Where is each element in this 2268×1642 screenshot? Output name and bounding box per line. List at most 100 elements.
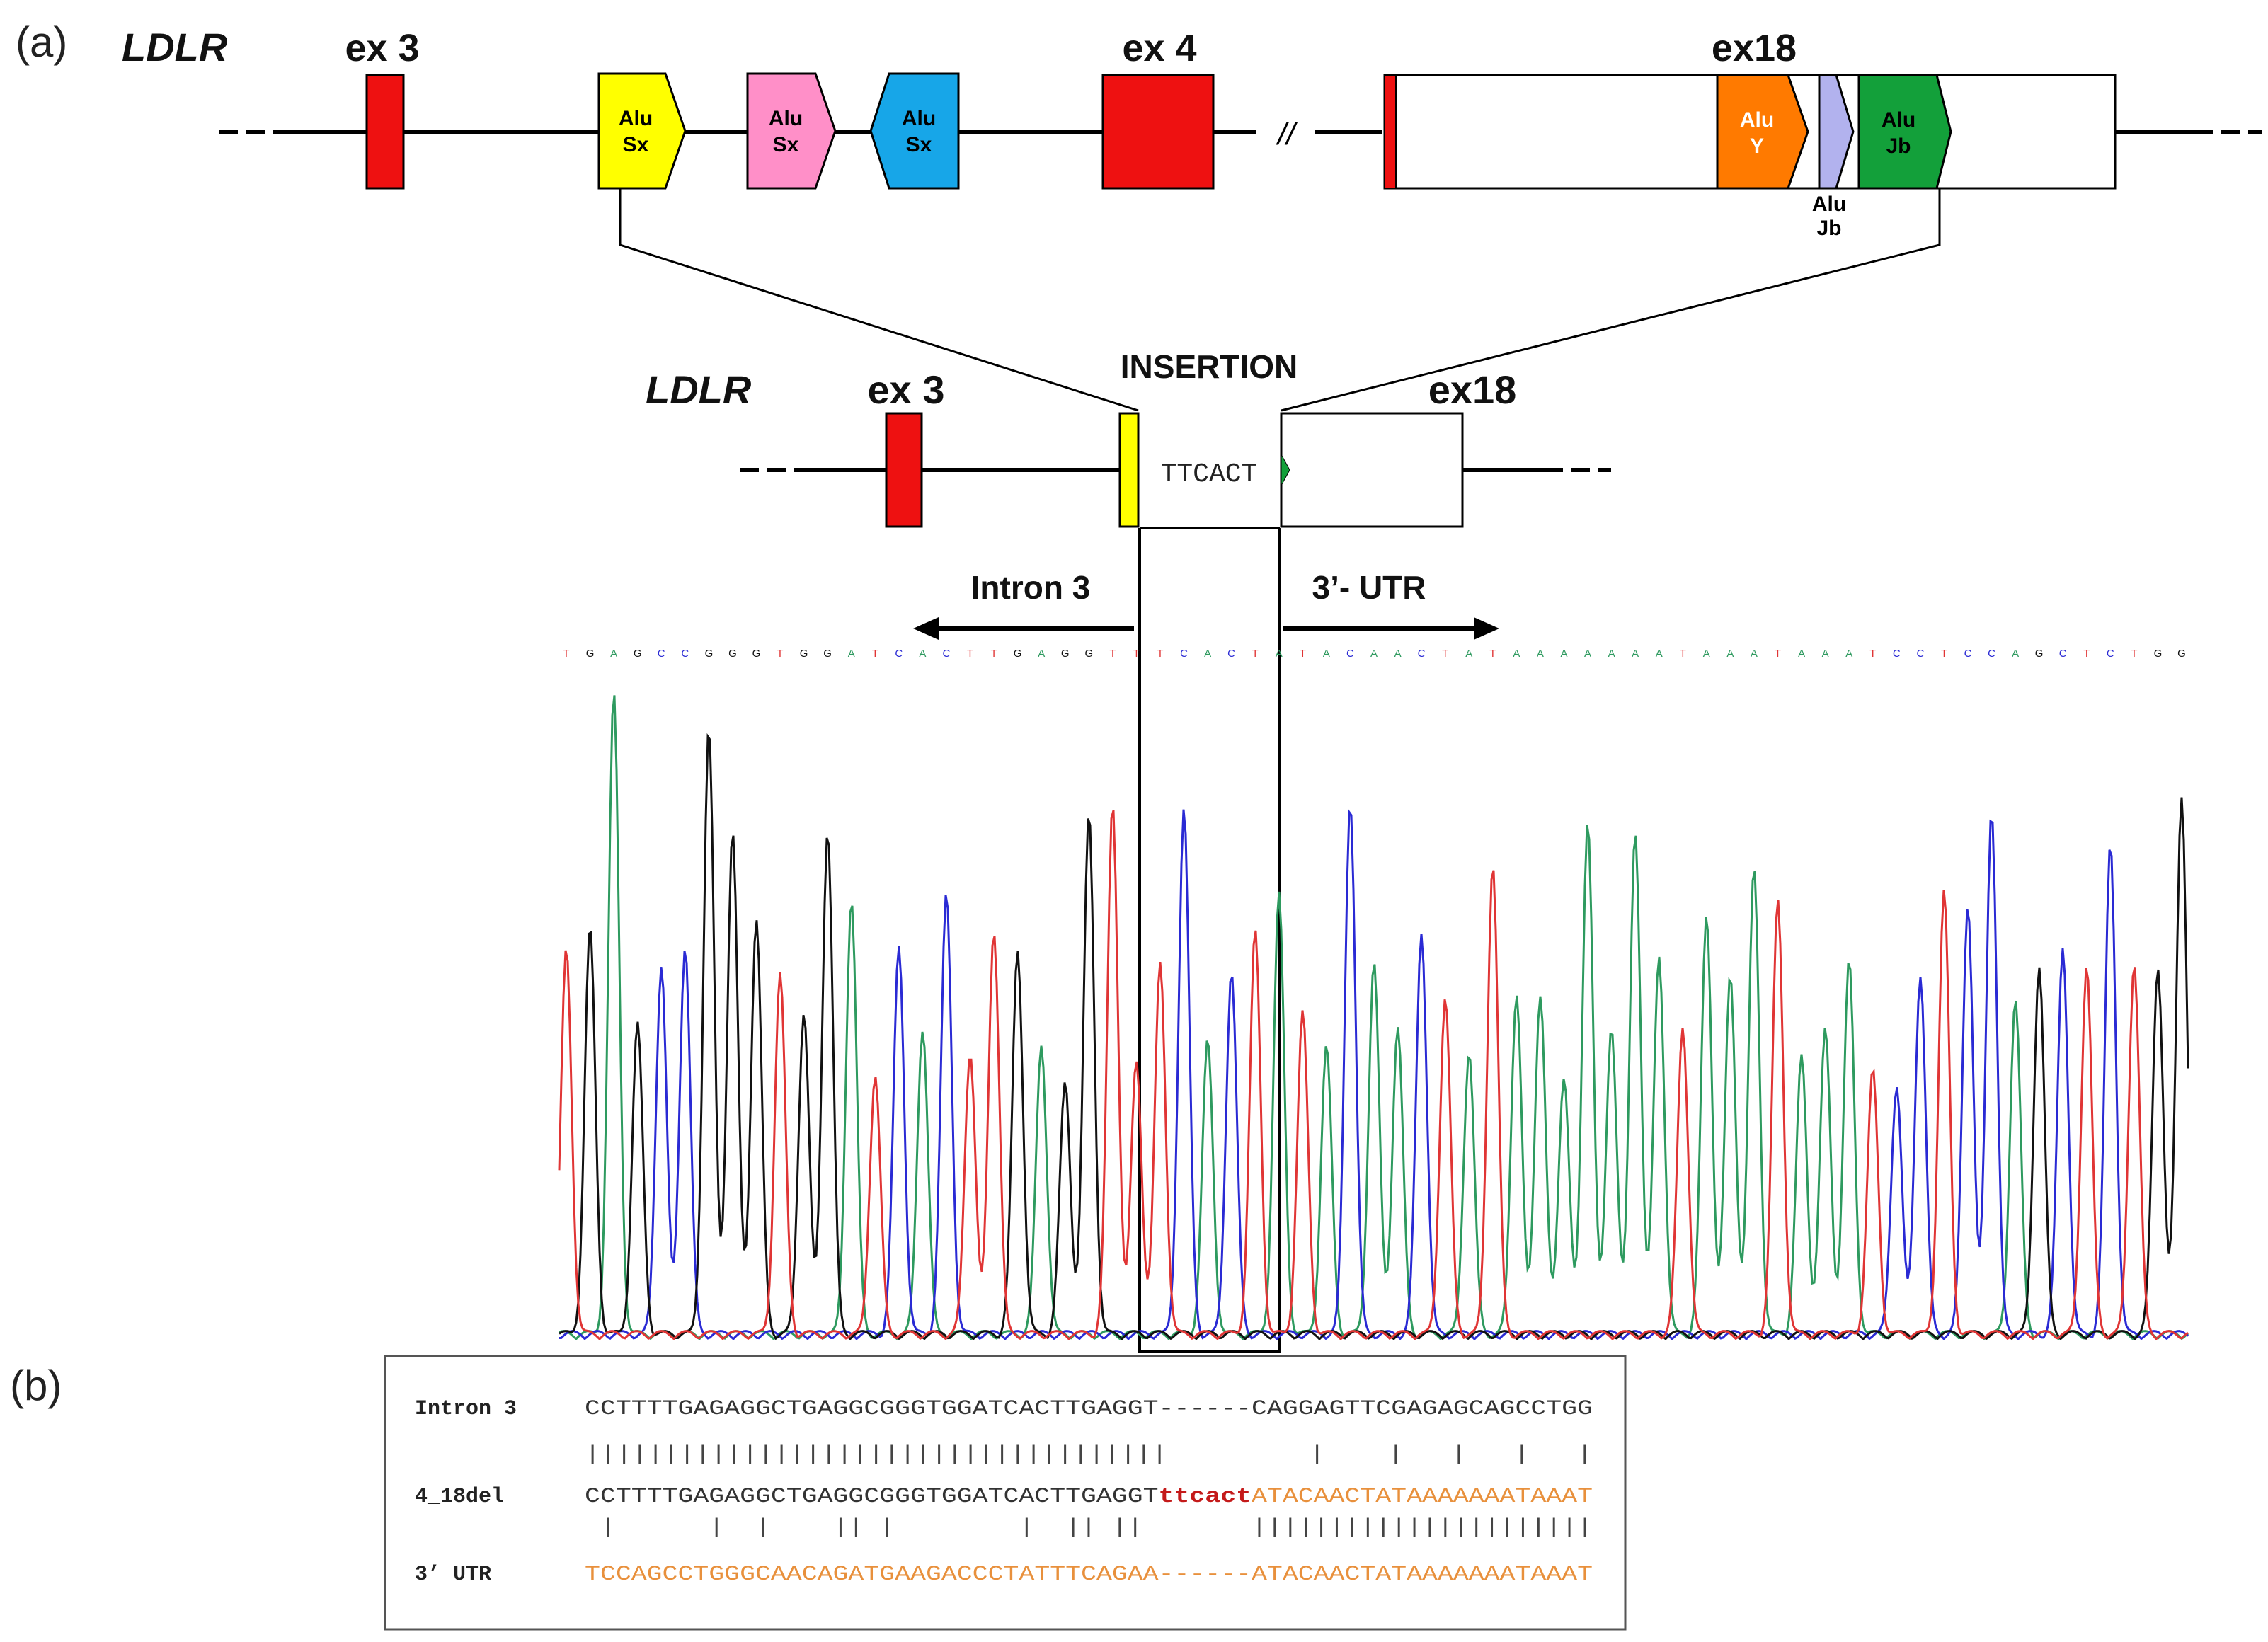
alignment-box	[384, 1355, 1627, 1631]
base-call-letter: G	[752, 648, 761, 660]
exon-4-label: ex 4	[1122, 27, 1196, 69]
alu-jb-small-label-line1: Alu	[1812, 193, 1846, 216]
exon-4-box	[1101, 74, 1215, 190]
alu-sx-blue-label-line1: Alu	[902, 107, 936, 130]
base-call-letter: T	[1489, 648, 1496, 660]
base-call-letter: C	[1964, 648, 1972, 660]
base-call-letter: T	[2131, 648, 2137, 660]
alu-jb-small-element	[1818, 74, 1855, 190]
base-call-letter: C	[1916, 648, 1924, 660]
breakpoint-connector-lines	[619, 188, 1941, 412]
base-call-letter: A	[1276, 648, 1283, 660]
base-call-letter: A	[1798, 648, 1805, 660]
break-mark: //	[1276, 117, 1298, 151]
base-call-letter: G	[2154, 648, 2163, 660]
base-call-letter: C	[1227, 648, 1235, 660]
base-call-letter: G	[1084, 648, 1093, 660]
trace-t	[558, 810, 2189, 1341]
base-call-letter: A	[2012, 648, 2019, 660]
base-call-letter: T	[1252, 648, 1259, 660]
base-call-letter: C	[895, 648, 903, 660]
base-call-letter: A	[1584, 648, 1591, 660]
base-call-letter: A	[919, 648, 926, 660]
match-line-intron: ||||||||||||||||||||||||||||||||||||| | …	[585, 1442, 1593, 1466]
base-call-letter: T	[1109, 648, 1116, 660]
base-call-letter: A	[1204, 648, 1211, 660]
exon-18-label: ex18	[1712, 27, 1797, 69]
insertion-title: INSERTION	[1121, 348, 1298, 385]
base-call-letter: T	[967, 648, 973, 660]
deleted-allele-exon-3-box	[885, 412, 923, 528]
base-call-letter: A	[1751, 648, 1758, 660]
panel-a-label: (a)	[16, 18, 67, 66]
base-call-letter: C	[1346, 648, 1354, 660]
base-call-letter: T	[1775, 648, 1781, 660]
base-call-letter: A	[1038, 648, 1045, 660]
deleted-allele-exon-18-label: ex18	[1428, 367, 1517, 412]
alu-y-element	[1716, 74, 1809, 190]
utr-row-label: 3’ UTR	[415, 1563, 491, 1587]
intron-3-row-label: Intron 3	[415, 1397, 517, 1421]
intron-3-arrow-label: Intron 3	[971, 569, 1091, 606]
base-call-letter: G	[728, 648, 737, 660]
base-call-letter: A	[1703, 648, 1710, 660]
deleted-allele-alu-jb-fragment	[1281, 454, 1290, 486]
base-call-letter: C	[942, 648, 950, 660]
insertion-sequence: TTCACT	[1161, 459, 1258, 490]
alu-sx-yellow-label-line2: Sx	[623, 133, 649, 156]
base-call-letter: A	[848, 648, 855, 660]
base-call-letter: C	[1988, 648, 1995, 660]
alu-jb-small-label-line2: Jb	[1816, 217, 1841, 240]
panel-b-label: (b)	[10, 1362, 62, 1409]
base-call-letter: G	[2035, 648, 2044, 660]
utr-arrow	[1283, 617, 1499, 640]
base-call-letter: T	[1133, 648, 1140, 660]
intron-3-sequence: CCTTTTGAGAGGCTGAGGCGGGTGGATCACTTGAGGT---…	[585, 1397, 1593, 1421]
alu-y-label-line1: Alu	[1740, 108, 1774, 132]
base-call-letter: A	[1845, 648, 1852, 660]
alu-sx-blue-label-line2: Sx	[906, 133, 932, 156]
base-call-letter: A	[1608, 648, 1615, 660]
base-call-letter: T	[1869, 648, 1876, 660]
base-call-letter: C	[658, 648, 665, 660]
base-call-letter: A	[1656, 648, 1663, 660]
base-call-letter: A	[1822, 648, 1829, 660]
base-call-letter: T	[991, 648, 997, 660]
deletion-seq-intron-part: CCTTTTGAGAGGCTGAGGCGGGTGGATCACTTGAGGT	[585, 1485, 1159, 1509]
base-call-letter: T	[2083, 648, 2090, 660]
base-call-letter: A	[1370, 648, 1378, 660]
base-call-letter: A	[1560, 648, 1567, 660]
exon-18-coding-part	[1384, 74, 1397, 189]
alu-sx-pink-label-line1: Alu	[769, 107, 803, 130]
deleted-allele-exon-3-label: ex 3	[868, 367, 945, 412]
alu-sx-blue-element	[869, 72, 960, 190]
match-line-utr: | | | || | | || || |||||||||||||||||||||…	[585, 1516, 1593, 1540]
alu-sx-pink-element	[746, 72, 837, 190]
base-call-letter: T	[1300, 648, 1306, 660]
base-call-letter: T	[1680, 648, 1686, 660]
base-call-letter: T	[1941, 648, 1947, 660]
base-call-letter: A	[1726, 648, 1734, 660]
base-call-letter: A	[1632, 648, 1639, 660]
alu-sx-yellow-element	[597, 72, 687, 190]
base-call-letter: C	[1180, 648, 1188, 660]
base-call-letter: C	[2107, 648, 2114, 660]
base-call-letter: A	[1323, 648, 1330, 660]
base-call-letter: A	[1465, 648, 1472, 660]
base-call-letter: T	[1157, 648, 1163, 660]
base-call-letter: A	[1537, 648, 1544, 660]
base-call-letter: G	[823, 648, 832, 660]
alu-jb-large-label-line2: Jb	[1886, 134, 1911, 158]
deleted-allele-alu-sx-fragment	[1118, 412, 1140, 528]
exon-3-label: ex 3	[345, 27, 419, 69]
alu-y-label-line2: Y	[1750, 134, 1764, 158]
base-call-letter: G	[634, 648, 642, 660]
trace-c	[559, 808, 2189, 1341]
base-call-letter: A	[610, 648, 617, 660]
base-call-letter: T	[777, 648, 783, 660]
base-call-letter: G	[2177, 648, 2186, 660]
base-call-letter: C	[1893, 648, 1901, 660]
base-call-letter: A	[1394, 648, 1402, 660]
